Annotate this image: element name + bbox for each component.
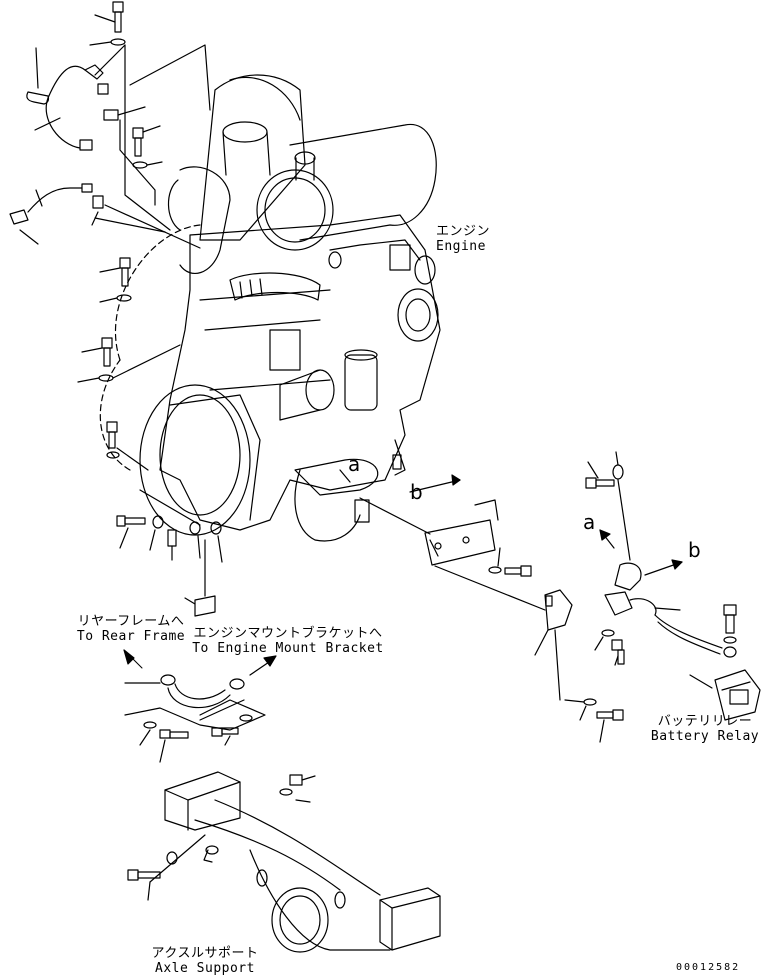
bolt-left-2 <box>77 337 181 383</box>
clamp-top <box>94 44 146 121</box>
cable-bracket-plate <box>359 497 546 611</box>
relay-bracket <box>534 589 573 701</box>
bolt-right-2 <box>594 629 625 666</box>
battery-relay-cable <box>654 604 737 658</box>
arrow-a-right <box>599 529 615 549</box>
cable-clamp-right <box>604 562 681 616</box>
arrow-b-right <box>644 559 683 576</box>
axle-support <box>164 771 441 953</box>
bolt-left-1 <box>99 257 132 303</box>
battery-relay-label: バッテリリレー Battery Relay <box>650 714 760 744</box>
arrow-b-left <box>409 474 461 493</box>
ref-b-plate: b <box>410 480 423 504</box>
engine-mount-bracket <box>184 539 216 617</box>
battery-relay-label-jp: バッテリリレー <box>657 714 753 729</box>
engine-label: エンジン Engine <box>436 224 490 254</box>
bolt-right-3 <box>564 698 624 743</box>
ref-b-clamp: b <box>688 538 701 562</box>
bolt-far-right <box>585 451 631 561</box>
sensor-harness-left <box>9 183 104 245</box>
axle-support-label: アクスルサポート Axle Support <box>150 946 260 976</box>
bolt-right-1 <box>488 547 532 577</box>
bolt-top-left <box>94 1 124 33</box>
ground-cable <box>123 649 277 763</box>
ref-a-engine: a <box>348 452 361 476</box>
battery-relay <box>689 669 761 721</box>
engine-mount-label: エンジンマウントブラケットへ To Engine Mount Bracket <box>188 626 388 656</box>
rear-frame-label-en: To Rear Frame <box>76 629 186 644</box>
engine-assembly <box>99 74 441 542</box>
axle-support-label-jp: アクスルサポート <box>151 946 259 961</box>
rear-frame-label: リヤーフレームへ To Rear Frame <box>56 614 206 644</box>
engine-mount-label-jp: エンジンマウントブラケットへ <box>193 626 383 641</box>
engine-label-en: Engine <box>436 239 486 254</box>
ref-a-clamp: a <box>583 510 596 534</box>
axle-support-label-en: Axle Support <box>155 961 255 976</box>
engine-label-jp: エンジン <box>436 224 491 239</box>
bolt-left-3 <box>106 421 149 471</box>
bolts-bottom-left <box>116 489 223 563</box>
axle-bolts <box>127 774 316 901</box>
rear-frame-label-jp: リヤーフレームへ <box>77 614 185 629</box>
bolt-mid-left <box>132 125 163 169</box>
battery-relay-label-en: Battery Relay <box>650 729 760 744</box>
washer-top-left <box>89 38 126 46</box>
drawing-number: 00012582 <box>676 962 741 973</box>
sensor-harness-top <box>26 47 104 151</box>
engine-mount-label-en: To Engine Mount Bracket <box>192 641 384 656</box>
